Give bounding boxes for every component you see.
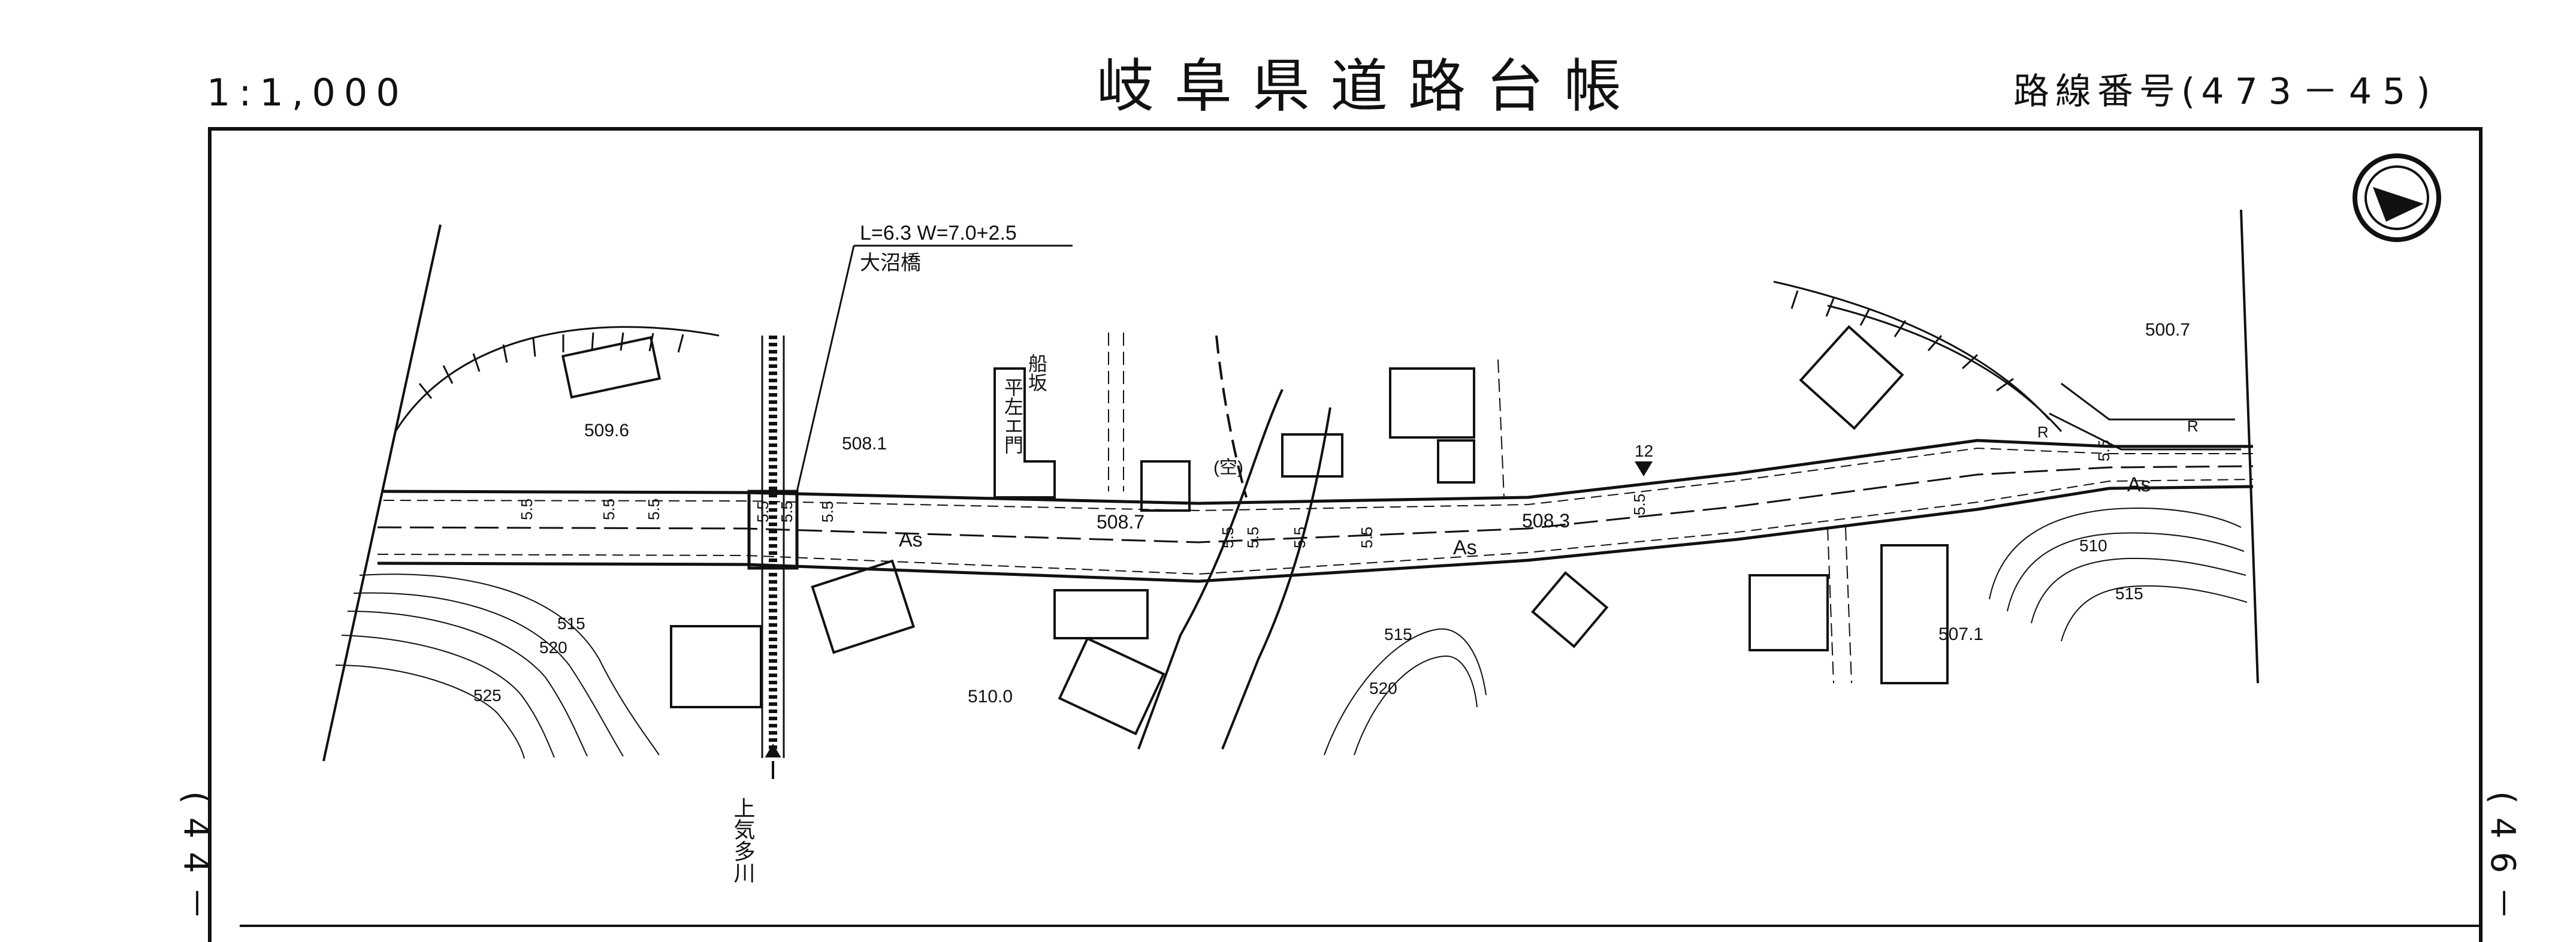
road-centerline (377, 465, 2254, 544)
survey-marker-icon (1635, 461, 1653, 476)
elevation-label: 508.3 (1522, 510, 1570, 532)
slope-hatching (394, 280, 2241, 451)
building-name-label-1: 船坂 (1026, 354, 1047, 392)
contour-label: 515 (1384, 625, 1412, 644)
map-symbol: R (2037, 423, 2049, 441)
elevation-label: 500.7 (2145, 320, 2190, 340)
elevation-label: 507.1 (1938, 624, 1983, 644)
road-edge-south (377, 485, 2254, 583)
vacant-lot-label: (空) (1213, 458, 1243, 478)
contour-label: 515 (2115, 584, 2143, 603)
contour-label: 520 (539, 638, 567, 657)
contour-label: 520 (1369, 679, 1397, 698)
main-road (377, 439, 2254, 583)
map-symbol: R (2187, 417, 2198, 435)
map-frame (208, 127, 2483, 942)
road-width-label: 5.5 (1630, 494, 1648, 515)
surface-label: As (899, 529, 923, 551)
building-name-label-2: 平左エ門 (1002, 378, 1023, 454)
elevation-label: 508.1 (842, 434, 887, 454)
bridge-dimensions-label: L=6.3 W=7.0+2.5 (860, 222, 1017, 244)
contour-label: 515 (557, 614, 585, 633)
slope-ticks (418, 290, 2014, 399)
road-width-label: 5.5 (778, 501, 796, 523)
road-width-label: 5.5 (819, 501, 836, 523)
contour-label: 525 (473, 686, 502, 705)
elevation-label: 510.0 (968, 687, 1013, 707)
river-flow-arrow-icon (765, 744, 781, 779)
road-width-label: 5.5 (1244, 527, 1262, 548)
buildings (561, 325, 1949, 736)
bridge-name-label: 大沼橋 (860, 252, 921, 274)
road-width-label: 5.5 (2095, 440, 2113, 461)
elevation-label: 509.6 (584, 421, 629, 440)
road-width-label: 5.5 (645, 499, 663, 520)
contour-lines (335, 508, 2248, 759)
route-close-paren: ) (2416, 71, 2436, 113)
route-open-paren: ( (2181, 71, 2201, 113)
road-width-label: 5.5 (754, 501, 772, 523)
route-label: 路線番号 (2013, 71, 2181, 113)
bridge-structure (747, 244, 1073, 758)
route-number-value: 473－45 (2201, 71, 2417, 113)
road-width-label: 5.5 (518, 499, 536, 520)
road-width-label: 5.5 (1219, 527, 1237, 548)
sidewalk-line-north (383, 447, 2253, 512)
sidewalk-line-south (377, 479, 2254, 575)
road-edge-north (383, 439, 2253, 505)
surface-label: As (1453, 536, 1477, 559)
parcel-boundaries (1108, 333, 1852, 684)
marker-number-label: 12 (1635, 442, 1653, 460)
side-road (1137, 335, 1331, 750)
elevation-label: 508.7 (1097, 511, 1144, 533)
road-width-label: 5.5 (1291, 527, 1309, 548)
road-width-label: 5.5 (600, 499, 618, 520)
page-title: 岐阜県道路台帳 (1097, 53, 1642, 120)
contour-label: 510 (2079, 536, 2107, 555)
surface-label: As (2127, 473, 2151, 496)
route-number: 路線番号(473－45) (2013, 62, 2436, 114)
road-width-label: 5.5 (1358, 527, 1376, 548)
next-sheet-ref: (46－ (2483, 791, 2522, 934)
north-arrow-icon (2352, 153, 2441, 242)
map-scale: 1:1,000 (207, 71, 408, 114)
river-name-label: 上気多川 (731, 797, 756, 883)
map-area-boundary (322, 209, 2259, 762)
